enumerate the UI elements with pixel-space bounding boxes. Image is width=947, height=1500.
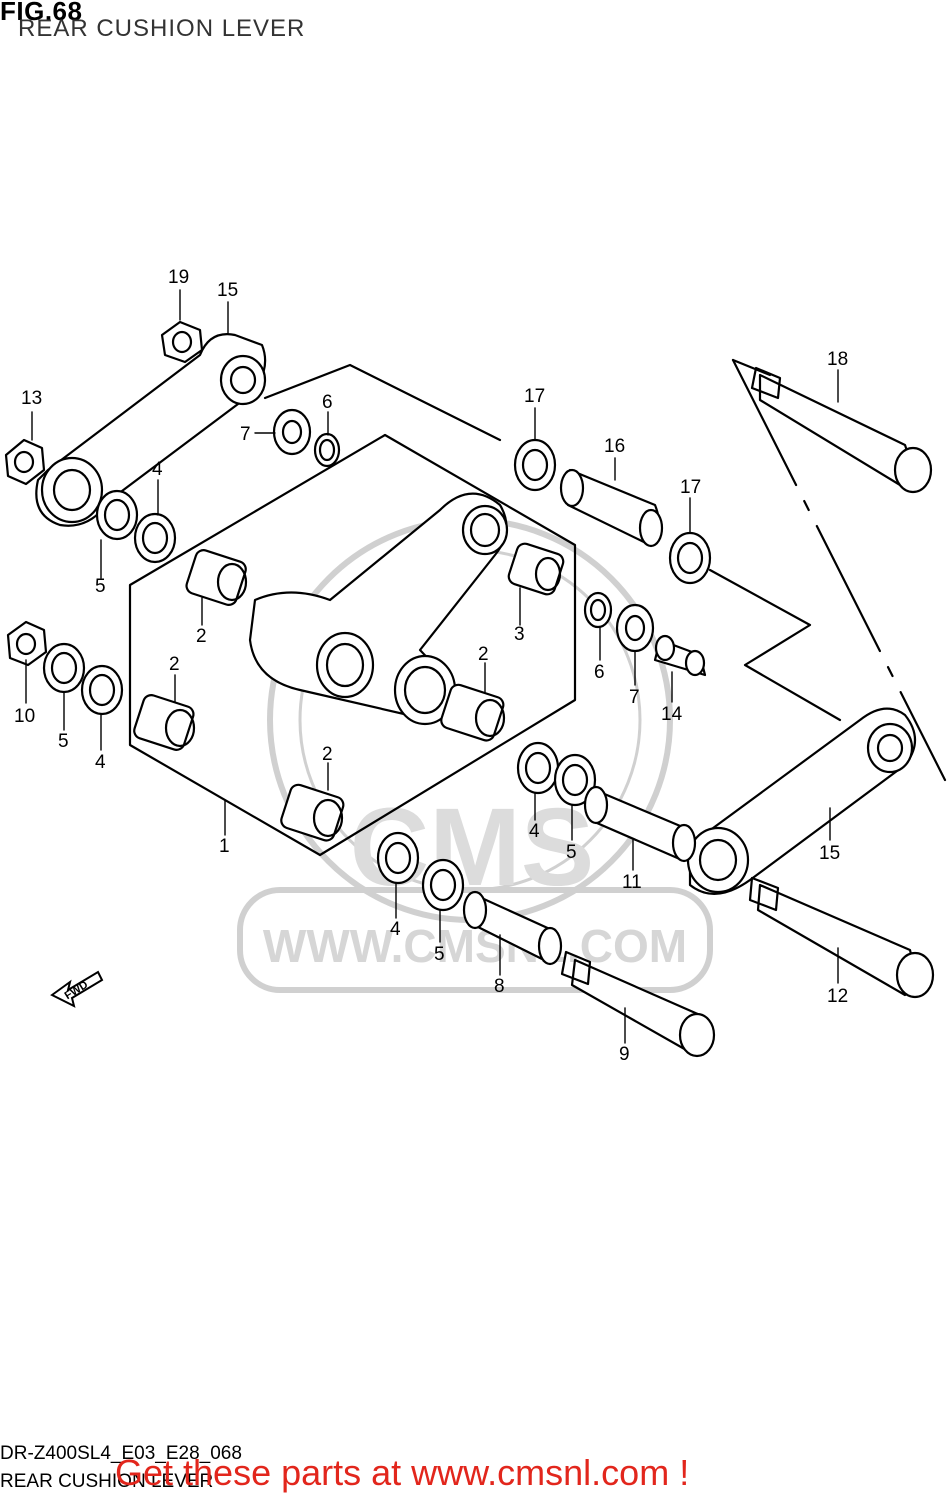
callout-15-upper: 15 bbox=[217, 280, 238, 301]
callout-15-lower: 15 bbox=[819, 843, 840, 864]
bearing-2 bbox=[185, 549, 248, 606]
callout-6-upper: 6 bbox=[322, 392, 333, 413]
callout-12: 12 bbox=[827, 986, 848, 1007]
leader-lines bbox=[25, 289, 839, 1044]
callout-8: 8 bbox=[494, 976, 505, 997]
forward-arrow-icon: FWD bbox=[50, 970, 104, 1008]
callout-4-right: 4 bbox=[529, 821, 540, 842]
washer-4-upper bbox=[133, 512, 177, 564]
callout-13: 13 bbox=[21, 388, 42, 409]
callout-17-upper: 17 bbox=[524, 386, 545, 407]
washer-7-upper bbox=[272, 408, 312, 456]
callout-7-lower: 7 bbox=[629, 687, 640, 708]
callout-4-upper: 4 bbox=[152, 459, 163, 480]
section-name: REAR CUSHION LEVER bbox=[0, 1471, 214, 1492]
callout-4-left: 4 bbox=[95, 752, 106, 773]
figure-number: FIG.68 bbox=[0, 0, 83, 26]
nut-13 bbox=[4, 438, 46, 486]
spacer-8 bbox=[462, 890, 563, 966]
model-code: DR-Z400SL4_E03_E28_068 bbox=[0, 1443, 242, 1464]
nut-10 bbox=[6, 620, 48, 667]
callout-7-upper: 7 bbox=[240, 424, 251, 445]
frame-guide-line bbox=[731, 358, 772, 377]
frame-guide-line bbox=[263, 363, 502, 442]
frame-guide-line bbox=[731, 358, 947, 782]
callout-9: 9 bbox=[619, 1044, 630, 1065]
bolt-18 bbox=[750, 366, 933, 494]
seal-6-upper bbox=[313, 432, 341, 468]
nut-19 bbox=[160, 320, 204, 364]
washer-17-lower bbox=[668, 531, 712, 585]
callout-5-left: 5 bbox=[58, 731, 69, 752]
washer-5-left bbox=[42, 642, 86, 694]
callout-2-upper: 2 bbox=[196, 626, 207, 647]
callout-2-left: 2 bbox=[169, 654, 180, 675]
callout-5-upper: 5 bbox=[95, 576, 106, 597]
bearing-2 bbox=[440, 683, 506, 742]
callout-4-lower: 4 bbox=[390, 919, 401, 940]
callout-2-lower: 2 bbox=[322, 744, 333, 765]
callout-14: 14 bbox=[661, 704, 683, 725]
washer-5-right bbox=[553, 753, 597, 807]
callout-10: 10 bbox=[14, 706, 35, 727]
bolt-12 bbox=[748, 876, 935, 999]
spacer-16 bbox=[559, 468, 664, 548]
callout-6-lower: 6 bbox=[594, 662, 605, 683]
callout-16: 16 bbox=[604, 436, 625, 457]
callout-3: 3 bbox=[514, 624, 525, 645]
callout-1: 1 bbox=[219, 836, 230, 857]
spacer-11 bbox=[583, 785, 697, 863]
cushion-rod-lower bbox=[686, 707, 917, 895]
bearing-2 bbox=[280, 783, 345, 842]
callout-18: 18 bbox=[827, 349, 848, 370]
washer-17-upper bbox=[513, 438, 557, 492]
bearing-3 bbox=[507, 542, 565, 596]
bearing-2 bbox=[133, 694, 196, 751]
get-parts-link[interactable]: Get these parts at www.cmsnl.com ! bbox=[115, 1452, 690, 1493]
frame-guide-line bbox=[708, 568, 842, 722]
washer-4-right bbox=[516, 741, 560, 795]
callout-11: 11 bbox=[622, 872, 642, 893]
washer-4-lower bbox=[376, 831, 420, 885]
callout-17-lower: 17 bbox=[680, 477, 701, 498]
washer-7-lower bbox=[615, 603, 655, 653]
lever-assembly-frame bbox=[128, 433, 577, 857]
washer-5-lower bbox=[421, 858, 465, 912]
callout-2-right: 2 bbox=[478, 644, 489, 665]
collar-14 bbox=[653, 634, 707, 677]
callout-19: 19 bbox=[168, 267, 189, 288]
callout-5-lower: 5 bbox=[434, 944, 445, 965]
seal-6-lower bbox=[583, 591, 613, 629]
cushion-lever bbox=[248, 492, 509, 726]
figure-subtitle: REAR CUSHION LEVER bbox=[18, 15, 306, 42]
bolt-9 bbox=[560, 950, 716, 1058]
washer-4-left bbox=[80, 664, 124, 716]
callout-5-right: 5 bbox=[566, 842, 577, 863]
cushion-rod-upper bbox=[35, 333, 267, 527]
washer-5-upper bbox=[95, 489, 139, 541]
